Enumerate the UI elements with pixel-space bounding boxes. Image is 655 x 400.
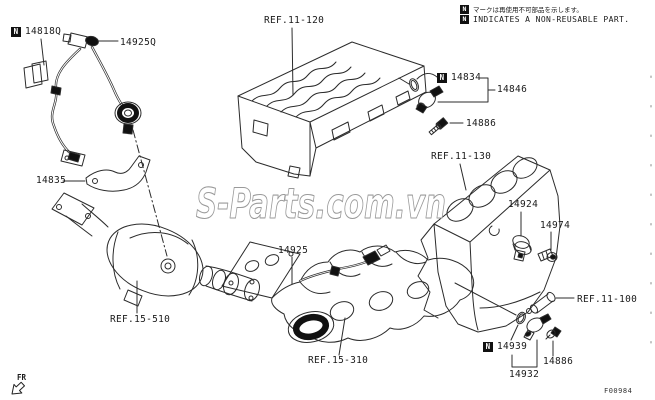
part-label-14818q: N 14818Q — [11, 27, 61, 37]
rear-sensor-group-drawing — [454, 282, 575, 368]
part-number: 14818Q — [25, 26, 62, 37]
legend-line-en: N INDICATES A NON-REUSABLE PART. — [460, 15, 630, 24]
knock-sensor-bolt-drawing — [537, 231, 558, 262]
part-label-14886-block: 14886 — [543, 357, 573, 367]
part-number: 14939 — [497, 341, 528, 352]
non-reusable-icon: N — [483, 342, 493, 352]
part-number: 14925 — [278, 245, 309, 256]
part-label-14924: 14924 — [508, 200, 538, 210]
part-label-14932: 14932 — [509, 370, 539, 380]
knock-sensor-drawing — [512, 211, 532, 262]
non-reusable-icon: N — [437, 73, 447, 83]
cam-sensor-group-drawing — [409, 73, 496, 136]
part-number: 14924 — [508, 199, 539, 210]
non-reusable-icon: N — [460, 4, 469, 14]
bracket-drawing — [62, 155, 151, 192]
ref-label-15-510: REF.15-510 — [110, 315, 170, 325]
manifold-sensor-wire-drawing — [298, 244, 391, 283]
part-number: 14974 — [540, 220, 571, 231]
fr-direction-arrow — [11, 381, 25, 395]
legend-text-en: INDICATES A NON-REUSABLE PART. — [473, 15, 630, 24]
part-label-14886-head: 14886 — [466, 119, 496, 129]
part-number: 14834 — [451, 72, 482, 83]
part-number: 14886 — [543, 356, 574, 367]
watermark: S-Parts.com.vn — [196, 179, 446, 228]
cylinder-head-drawing — [237, 27, 427, 179]
oxygen-sensor-harness-drawing — [50, 32, 168, 257]
part-number: 14846 — [497, 84, 528, 95]
catalytic-converter-drawing — [51, 192, 260, 314]
ref-number: REF.11-130 — [431, 151, 492, 162]
ref-number: REF.15-510 — [110, 314, 171, 325]
ref-label-15-310: REF.15-310 — [308, 356, 368, 366]
fr-orientation-label: FR — [17, 373, 27, 382]
part-number: 14925Q — [120, 37, 157, 48]
exhaust-manifold-drawing — [221, 241, 475, 356]
part-number: 14932 — [509, 369, 540, 380]
part-label-14846: 14846 — [497, 85, 527, 95]
ref-label-11-130: REF.11-130 — [431, 152, 491, 162]
part-label-14974: 14974 — [540, 221, 570, 231]
part-number: 14835 — [36, 175, 67, 186]
part-number: 14886 — [466, 118, 497, 129]
non-reusable-icon: N — [11, 27, 21, 37]
part-label-14925q: 14925Q — [120, 38, 156, 48]
ref-label-11-100: REF.11-100 — [577, 295, 637, 305]
part-label-14835: 14835 — [36, 176, 66, 186]
figure-code: F00984 — [604, 387, 633, 395]
ref-number: REF.11-120 — [264, 15, 325, 26]
non-reusable-icon: N — [460, 15, 469, 24]
ref-number: REF.11-100 — [577, 294, 638, 305]
ref-label-11-120: REF.11-120 — [264, 16, 324, 26]
legend-line-jp: N マークは再使用不可部品を示します。 — [460, 4, 583, 14]
part-label-14925: 14925 — [278, 246, 308, 256]
part-label-14939: N 14939 — [483, 342, 527, 352]
gasket-pad-drawing — [23, 38, 49, 89]
part-label-14834: N 14834 — [437, 73, 481, 83]
ref-number: REF.15-310 — [308, 355, 369, 366]
legend-text-jp: マークは再使用不可部品を示します。 — [473, 6, 583, 14]
